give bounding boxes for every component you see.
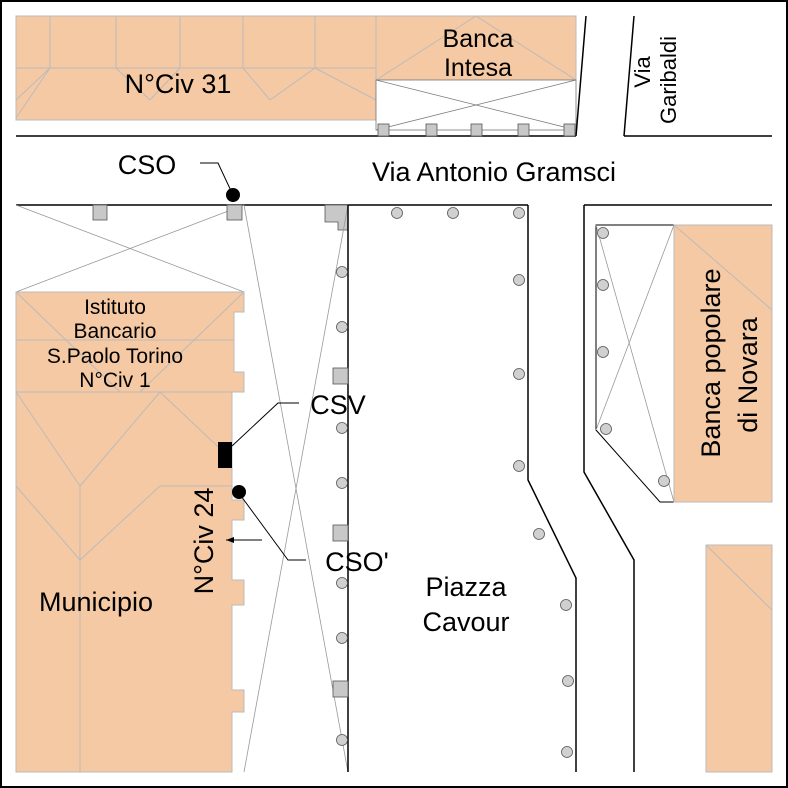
columns: [336, 207, 670, 758]
building-banca-popolare: [595, 224, 773, 503]
label-municipio: Municipio: [39, 587, 153, 617]
label-istituto-2: Bancario: [74, 320, 157, 343]
pillars-top: [377, 123, 576, 137]
via-garibaldi-edges: [575, 15, 635, 137]
building-bottom-right: [705, 544, 773, 773]
label-istituto-3: S.Paolo Torino: [47, 345, 183, 368]
label-civ24: N°Civ 24: [189, 488, 219, 595]
pillars-square: [332, 367, 349, 698]
cso-marker: [226, 188, 240, 202]
building-municipio: [15, 391, 245, 773]
arcade-left: [15, 204, 245, 293]
square-right-edge: [527, 205, 577, 772]
label-cso-prime: CSO': [325, 547, 389, 577]
label-via-garibaldi: Via Garibaldi: [630, 36, 681, 124]
label-istituto-4: N°Civ 1: [79, 369, 150, 392]
label-via-garibaldi-2: Garibaldi: [656, 36, 681, 124]
building-istituto: [15, 291, 245, 393]
label-piazza: Piazza: [425, 572, 507, 602]
label-cavour: Cavour: [422, 607, 509, 637]
label-banca-intesa-2: Intesa: [444, 54, 512, 82]
pillars-left: [92, 204, 349, 231]
road-edge-right: [583, 205, 635, 772]
csv-marker: [218, 442, 232, 468]
label-cso: CSO: [118, 150, 177, 180]
label-civ31: N°Civ 31: [125, 69, 232, 99]
label-via-garibaldi-1: Via: [630, 56, 655, 88]
diagonal-lines: [243, 204, 349, 773]
label-csv: CSV: [310, 390, 366, 420]
cso-prime-marker: [232, 485, 246, 499]
label-banca-popolare-2: di Novara: [733, 316, 763, 433]
label-istituto-1: Istituto: [84, 296, 146, 319]
label-banca-intesa-1: Banca: [443, 25, 514, 53]
label-banca-popolare-1: Banca popolare: [696, 268, 726, 457]
markers: [200, 162, 306, 561]
building-banca-intesa: [375, 15, 577, 131]
label-via-gramsci: Via Antonio Gramsci: [372, 157, 616, 187]
building-civ31: [15, 15, 377, 121]
